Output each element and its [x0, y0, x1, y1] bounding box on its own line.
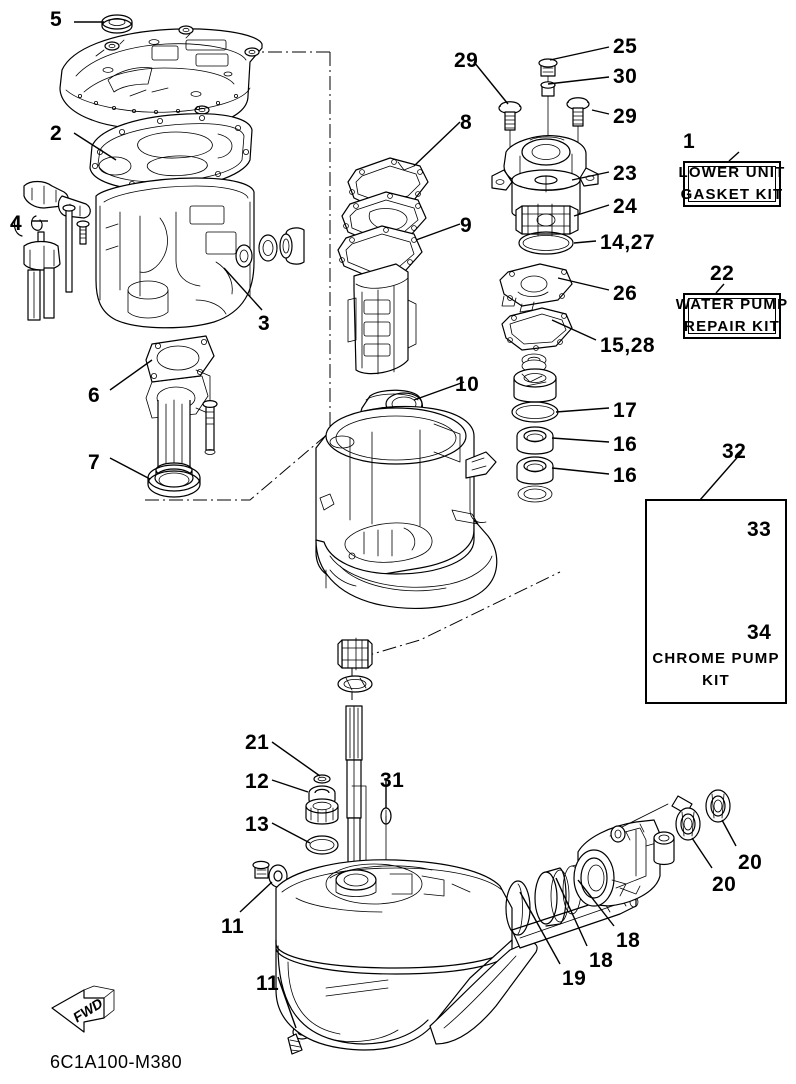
callout-25: 25 — [613, 35, 638, 58]
part-2-gasket — [89, 113, 253, 191]
part-18-ring-a — [534, 867, 570, 927]
part-24-impeller — [515, 203, 579, 237]
bolt-group-left — [62, 204, 90, 293]
callout-33: 33 — [747, 518, 772, 541]
callout-26: 26 — [613, 282, 638, 305]
callout-8: 8 — [460, 111, 473, 134]
bearing-carrier-stack — [511, 353, 559, 503]
callout-6: 6 — [88, 384, 101, 407]
callout-21: 21 — [245, 731, 270, 754]
lower-unit-gasket-kit-box: LOWER UNIT GASKET KIT — [679, 161, 785, 207]
callout-32: 32 — [722, 440, 747, 463]
chrome-kit-label-line-2: KIT — [702, 671, 730, 689]
kit-label-line-1: LOWER UNIT — [678, 164, 786, 182]
callout-18-a: 18 — [616, 929, 641, 952]
leader-lines — [32, 21, 745, 1029]
fwd-arrow-icon — [51, 985, 115, 1033]
part-13-oring — [305, 835, 339, 855]
kit-label-line-1: WATER PUMP — [675, 296, 789, 314]
callout-5: 5 — [50, 8, 63, 31]
callout-19: 19 — [562, 967, 587, 990]
callout-11-upper: 11 — [221, 915, 245, 938]
kit-label-line-2: REPAIR KIT — [684, 318, 780, 335]
callout-31: 31 — [380, 769, 405, 792]
callout-4: 4 — [10, 212, 23, 235]
group-boundary-upper — [145, 51, 331, 501]
part-29-bolt-left — [498, 101, 522, 165]
part-26-base-plate — [499, 263, 573, 313]
callout-29-left: 29 — [454, 49, 479, 72]
part-11-bolt-upper — [252, 860, 288, 888]
part-25-bolt — [538, 58, 558, 87]
callout-34: 34 — [747, 621, 772, 644]
callout-29-right: 29 — [613, 105, 638, 128]
drawing-number: 6C1A100-M380 — [50, 1052, 183, 1072]
callout-17: 17 — [613, 399, 638, 422]
part-15-28-gasket — [501, 307, 573, 351]
part-14-27-oring — [518, 231, 574, 255]
mid-housing — [315, 405, 498, 609]
callout-9: 9 — [460, 214, 473, 237]
callout-24: 24 — [613, 195, 638, 218]
callout-12: 12 — [245, 770, 270, 793]
callout-10: 10 — [455, 373, 480, 396]
part-19-ring — [505, 880, 531, 936]
callout-18-b: 18 — [589, 949, 614, 972]
upper-casing-lower-block — [95, 177, 305, 329]
callout-16-upper: 16 — [613, 433, 638, 456]
callout-3: 3 — [258, 312, 271, 335]
callout-16-lower: 16 — [613, 464, 638, 487]
water-pump-repair-kit-inner: WATER PUMP REPAIR KIT — [676, 296, 787, 335]
part-12-bearing — [305, 785, 339, 825]
part-8-9-gasket-stack — [337, 157, 429, 375]
part-5-washer — [101, 14, 133, 34]
callout-13: 13 — [245, 813, 270, 836]
callout-7: 7 — [88, 451, 101, 474]
callout-30: 30 — [613, 65, 638, 88]
lower-unit-gasket-kit-inner: LOWER UNIT GASKET KIT — [679, 164, 785, 203]
callout-11-lower: 11 — [256, 972, 280, 995]
part-6-gasket-and-tube — [145, 335, 218, 491]
kit-label-line-2: GASKET KIT — [680, 186, 784, 203]
part-7-seal — [147, 464, 201, 498]
callout-23: 23 — [613, 162, 638, 185]
part-20-bearing-b — [705, 789, 731, 823]
chrome-pump-kit-box: CHROME PUMP KIT — [645, 499, 787, 704]
part-21-washer — [313, 774, 331, 784]
part-20-bearing-a — [675, 807, 701, 841]
upper-casing-body — [59, 25, 263, 131]
part-3-oil-seal-group — [235, 227, 305, 268]
water-pump-repair-kit-box: WATER PUMP REPAIR KIT — [676, 293, 787, 339]
callout-20-a: 20 — [738, 851, 763, 874]
callout-20-b: 20 — [712, 873, 737, 896]
part-29-bolt-right — [566, 97, 590, 153]
prop-shaft-housing — [573, 795, 693, 907]
part-4-linkage-group — [13, 180, 91, 321]
callout-1: 1 — [683, 130, 696, 153]
callout-2: 2 — [50, 122, 63, 145]
drive-shaft — [345, 705, 363, 881]
callout-15-28: 15,28 — [600, 334, 656, 357]
drive-coupler — [337, 637, 373, 693]
chrome-kit-label-line-1: CHROME PUMP — [652, 649, 780, 667]
callout-14-27: 14,27 — [600, 231, 656, 254]
callout-22: 22 — [710, 262, 735, 285]
